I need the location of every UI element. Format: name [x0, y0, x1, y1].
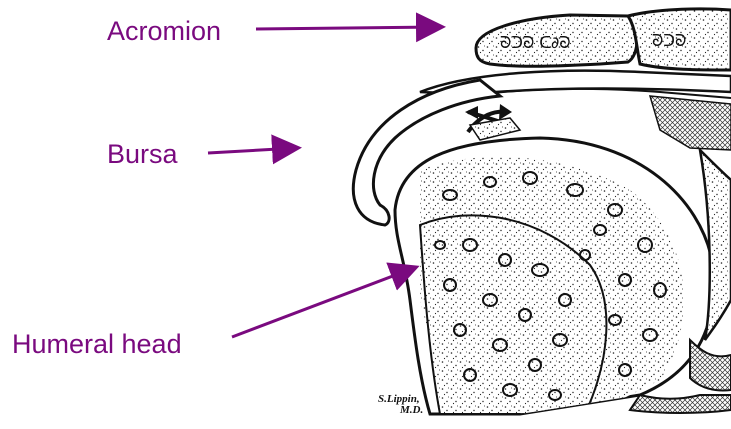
svg-text:ᘐᑐᘐ ᑕ∂ᘐ: ᘐᑐᘐ ᑕ∂ᘐ	[500, 33, 571, 52]
acromion-label: Acromion	[107, 16, 221, 46]
bursa-label: Bursa	[107, 139, 179, 169]
humeral-head-pointer-arrow	[232, 268, 414, 337]
svg-text:ᘐᑐᘐ: ᘐᑐᘐ	[652, 31, 686, 50]
artist-signature-line2: M.D.	[399, 404, 423, 416]
impingement-arrows	[465, 104, 520, 140]
bursa-pointer-arrow	[208, 148, 296, 153]
acromion-bone: ᘐᑐᘐ ᑕ∂ᘐ ᘐᑐᘐ	[476, 9, 731, 70]
acromion-pointer-arrow	[256, 27, 440, 29]
humeral-head-label: Humeral head	[12, 329, 182, 359]
